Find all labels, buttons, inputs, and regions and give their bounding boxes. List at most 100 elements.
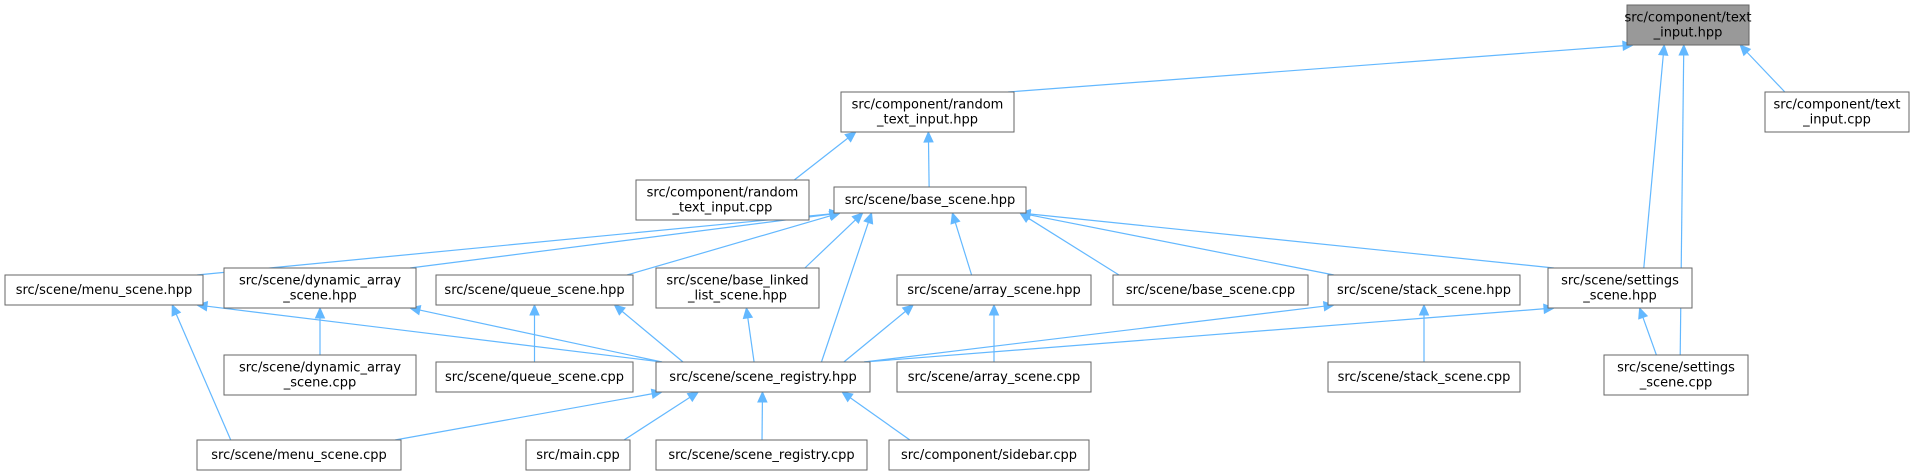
edge-line: [623, 396, 691, 441]
edge-base-linked-list-scene-hpp-to-base-scene-hpp: [804, 212, 864, 269]
edge-line: [621, 310, 684, 363]
node-label: src/scene/dynamic_array: [239, 361, 401, 376]
node-box: [223, 267, 417, 309]
node-dynamic-array-scene-hpp[interactable]: src/scene/dynamic_array_scene.hpp: [223, 267, 417, 309]
edge-base-scene-hpp-to-random-text-input-hpp: [923, 130, 934, 188]
edge-scene-registry-hpp-to-menu-scene-hpp: [195, 301, 663, 363]
node-dynamic-array-scene-cpp[interactable]: src/scene/dynamic_array_scene.cpp: [223, 354, 417, 396]
node-label: src/component/text: [1774, 98, 1901, 113]
node-label: _input.cpp: [1802, 113, 1871, 128]
node-base-scene-cpp[interactable]: src/scene/base_scene.cpp: [1112, 274, 1309, 306]
node-box: [1764, 91, 1910, 133]
edge-line: [863, 305, 1325, 363]
node-label: src/component/text: [1625, 11, 1752, 26]
edge-line: [175, 313, 232, 441]
edge-scene-registry-hpp-to-array-scene-hpp: [843, 304, 915, 363]
edge-line: [849, 397, 911, 441]
node-label: src/scene/scene_registry.hpp: [669, 370, 856, 385]
node-menu-scene-cpp[interactable]: src/scene/menu_scene.cpp: [196, 439, 402, 471]
node-base-scene-hpp[interactable]: src/scene/base_scene.hpp: [833, 186, 1027, 214]
node-scene-registry-hpp[interactable]: src/scene/scene_registry.hpp: [655, 361, 871, 393]
node-scene-registry-cpp[interactable]: src/scene/scene_registry.cpp: [655, 439, 868, 471]
node-label: src/scene/scene_registry.cpp: [668, 448, 854, 463]
node-label: _list_scene.hpp: [687, 289, 787, 304]
edges-layer: [171, 40, 1786, 441]
edge-line: [1643, 54, 1664, 269]
node-box: [1327, 274, 1521, 306]
node-sidebar-cpp[interactable]: src/component/sidebar.cpp: [888, 439, 1090, 471]
node-label: src/scene/array_scene.hpp: [907, 283, 1081, 298]
node-box: [196, 439, 402, 471]
arrowhead: [314, 306, 326, 319]
node-box: [896, 361, 1092, 393]
node-label: src/component/random: [647, 186, 799, 201]
node-box: [833, 186, 1027, 214]
edge-sidebar-cpp-to-scene-registry-hpp: [841, 391, 911, 441]
node-box: [1603, 354, 1749, 396]
edge-scene-registry-hpp-to-base-scene-hpp: [820, 211, 874, 363]
node-label: src/scene/menu_scene.hpp: [16, 283, 193, 298]
edge-line: [419, 309, 663, 363]
edge-scene-registry-cpp-to-scene-registry-hpp: [757, 390, 768, 441]
node-random-text-input-hpp[interactable]: src/component/random_text_input.hpp: [840, 91, 1015, 133]
node-stack-scene-cpp[interactable]: src/scene/stack_scene.cpp: [1327, 361, 1521, 393]
edge-queue-scene-cpp-to-queue-scene-hpp: [529, 303, 540, 362]
node-box: [435, 361, 634, 393]
edge-line: [1679, 54, 1685, 356]
node-box: [896, 274, 1092, 306]
edge-line: [1029, 214, 1335, 276]
arrowhead: [901, 304, 915, 316]
arrowhead: [742, 306, 754, 320]
node-label: src/main.cpp: [536, 448, 620, 463]
edge-settings-scene-hpp-to-text-input-hpp: [1643, 43, 1669, 269]
node-label: _text_input.hpp: [876, 113, 978, 128]
node-label: src/scene/base_scene.hpp: [845, 193, 1015, 208]
node-stack-scene-hpp[interactable]: src/scene/stack_scene.hpp: [1327, 274, 1521, 306]
edge-line: [206, 305, 663, 363]
node-box: [1626, 4, 1750, 46]
node-menu-scene-hpp[interactable]: src/scene/menu_scene.hpp: [4, 274, 204, 306]
node-text-input-hpp[interactable]: src/component/text_input.hpp: [1625, 4, 1752, 46]
edge-menu-scene-cpp-to-menu-scene-hpp: [171, 303, 232, 441]
node-queue-scene-hpp[interactable]: src/scene/queue_scene.hpp: [435, 274, 634, 306]
node-text-input-cpp[interactable]: src/component/text_input.cpp: [1764, 91, 1910, 133]
arrowhead: [1657, 43, 1669, 56]
node-box: [1112, 274, 1309, 306]
arrowhead: [950, 211, 961, 225]
node-settings-scene-cpp[interactable]: src/scene/settings_scene.cpp: [1603, 354, 1749, 396]
node-box: [1327, 361, 1521, 393]
node-box: [840, 91, 1015, 133]
node-label: src/scene/settings: [1561, 274, 1679, 289]
node-box: [1547, 267, 1693, 309]
edge-scene-registry-hpp-to-queue-scene-hpp: [613, 304, 684, 363]
arrowhead: [757, 390, 768, 403]
arrowhead: [923, 130, 934, 143]
node-box: [655, 439, 868, 471]
edge-line: [1642, 317, 1657, 356]
node-array-scene-cpp[interactable]: src/scene/array_scene.cpp: [896, 361, 1092, 393]
node-box: [435, 274, 634, 306]
node-main-cpp[interactable]: src/main.cpp: [525, 439, 631, 471]
edge-text-input-cpp-to-text-input-hpp: [1739, 44, 1786, 93]
node-label: src/scene/stack_scene.hpp: [1337, 283, 1511, 298]
arrowhead: [844, 131, 857, 143]
node-label: src/scene/stack_scene.cpp: [1338, 370, 1511, 385]
edge-menu-scene-cpp-to-scene-registry-hpp: [394, 388, 664, 441]
edge-line: [1007, 45, 1624, 93]
edge-line: [843, 310, 906, 363]
edge-line: [954, 222, 973, 276]
node-label: _scene.hpp: [1582, 289, 1657, 304]
edge-scene-registry-hpp-to-stack-scene-hpp: [863, 301, 1336, 363]
arrowhead: [851, 212, 864, 225]
node-random-text-input-cpp[interactable]: src/component/random_text_input.cpp: [635, 179, 810, 221]
arrowhead: [686, 391, 700, 403]
node-box: [223, 354, 417, 396]
node-settings-scene-hpp[interactable]: src/scene/settings_scene.hpp: [1547, 267, 1693, 309]
node-base-linked-list-scene-hpp[interactable]: src/scene/base_linked_list_scene.hpp: [655, 267, 820, 309]
node-label: src/scene/queue_scene.hpp: [444, 283, 624, 298]
node-queue-scene-cpp[interactable]: src/scene/queue_scene.cpp: [435, 361, 634, 393]
node-box: [888, 439, 1090, 471]
edge-settings-scene-hpp-to-base-scene-hpp: [1018, 208, 1555, 269]
arrowhead: [1418, 303, 1430, 316]
node-array-scene-hpp[interactable]: src/scene/array_scene.hpp: [896, 274, 1092, 306]
